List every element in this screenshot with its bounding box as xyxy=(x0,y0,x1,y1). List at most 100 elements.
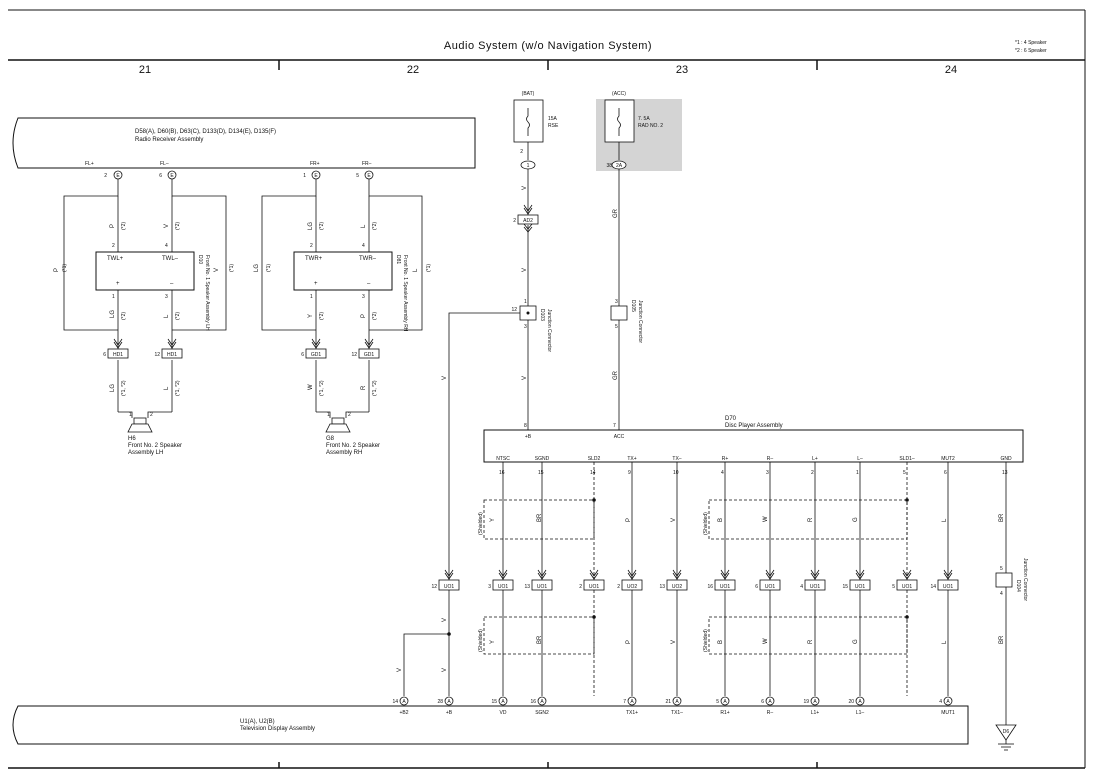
tv-connector-letter: A xyxy=(540,699,544,705)
tv-connector-circle xyxy=(627,696,637,706)
uo-connector-pin: 16 xyxy=(707,584,713,590)
uo-connector-label: UO2 xyxy=(627,584,638,590)
d105-name: Junction Connector xyxy=(637,300,643,343)
chevron-icon xyxy=(627,569,637,577)
tv-pin-group: A14+B2A28+BA15VDA16SGN2A7TX1+A21TX1–A5R1… xyxy=(392,696,955,716)
chevron-icon xyxy=(720,572,730,580)
column-label: 23 xyxy=(676,64,688,76)
tweeter-pin: 1 xyxy=(112,294,115,300)
ground-icon xyxy=(995,724,1017,751)
tv-connector-letter: A xyxy=(675,699,679,705)
tv-pin-number: 15 xyxy=(491,699,497,705)
chevron-icon xyxy=(810,572,820,580)
tv-connector-letter: A xyxy=(946,699,950,705)
uo-connector xyxy=(937,579,959,591)
chevron-icon xyxy=(943,569,953,577)
wire-color: V xyxy=(522,268,528,272)
speaker-mark: (*2) xyxy=(319,222,325,230)
speaker-mark: (*1, *2) xyxy=(372,380,378,396)
disc-power-signal: +B xyxy=(525,434,532,440)
wire-color: W xyxy=(308,384,314,390)
column-label: 24 xyxy=(945,64,957,76)
d103-name: Junction Connector xyxy=(546,309,552,352)
chevron-icon xyxy=(765,569,775,577)
note-6-speaker: *2 : 6 Speaker xyxy=(1015,48,1047,54)
uo-connector-label: UO1 xyxy=(765,584,776,590)
disc-player-name: Disc Player Assembly xyxy=(725,423,783,429)
d105-junction xyxy=(610,305,628,321)
disc-signal-label: SLD1– xyxy=(899,456,915,462)
speaker-pin: 1 xyxy=(129,412,132,418)
radio-connector-letter: E xyxy=(170,173,174,179)
uo-connector-label: UO1 xyxy=(498,584,509,590)
wire-color: Y xyxy=(308,314,314,318)
disc-signal-label: TX+ xyxy=(627,456,636,462)
disc-signal-pin: 5 xyxy=(903,470,906,476)
shielded-label: (Shielded) xyxy=(478,512,484,535)
note-4-speaker: *1 : 4 Speaker xyxy=(1015,40,1047,46)
tv-name: Television Display Assembly xyxy=(240,726,315,732)
speaker-rh-code: G8 xyxy=(326,436,335,442)
tv-pin-signal: R– xyxy=(767,710,774,716)
chevron-icon xyxy=(537,569,547,577)
wire-color: R xyxy=(808,639,814,644)
connector-pin: 12 xyxy=(154,352,160,358)
speaker-mark: (*1) xyxy=(229,264,235,272)
tweeter-lh-box xyxy=(95,251,195,291)
wire-color: G xyxy=(853,639,859,644)
chevron-icons xyxy=(113,338,374,349)
speaker-mark: (*1, *2) xyxy=(175,380,181,396)
wire-color: W xyxy=(763,516,769,522)
fuse-icon xyxy=(526,108,621,136)
uo-connector xyxy=(583,579,605,591)
ad2-pin: 2 xyxy=(513,218,516,224)
radio-receiver-box xyxy=(12,117,476,169)
tv-pin-signal: +B2 xyxy=(399,710,408,716)
gd1-connector xyxy=(358,348,380,359)
speaker-pin: 1 xyxy=(327,412,330,418)
tweeter-lh-minus: TWL– xyxy=(162,256,179,262)
uo-connector-pin: 4 xyxy=(800,584,803,590)
disc-signal-group: NTSC16SGND15SLD214TX+9TX–10R+4R–3L+2L–1S… xyxy=(490,456,1012,725)
speaker-lh-code: H6 xyxy=(128,436,136,442)
hd1-connector xyxy=(107,348,129,359)
uo-connector-pin: 2 xyxy=(579,584,582,590)
wire-color: V xyxy=(671,518,677,522)
chevron-icon xyxy=(498,572,508,580)
speaker-mark: (*2) xyxy=(372,312,378,320)
tv-pin-number: 14 xyxy=(392,699,398,705)
tv-connector-circle xyxy=(444,696,454,706)
uo-connector xyxy=(849,579,871,591)
d104-junction xyxy=(995,572,1013,588)
tweeter-rh-plus: TWR+ xyxy=(305,256,323,262)
wire-color: BR xyxy=(537,635,543,644)
uo-connector-pin: 6 xyxy=(755,584,758,590)
uo-connector-label: UO1 xyxy=(902,584,913,590)
tv-pin-signal: TX1– xyxy=(671,710,683,716)
disc-signal-pin: 14 xyxy=(590,470,596,476)
uo-connector xyxy=(531,579,553,591)
radio-connector-letter: E xyxy=(367,173,371,179)
wire-color: V xyxy=(671,640,677,644)
speaker-pin: 2 xyxy=(348,412,351,418)
wire-color: LG xyxy=(308,222,314,230)
disc-signal-label: TX– xyxy=(672,456,681,462)
speaker-mark: (*1) xyxy=(62,264,68,272)
ad2-connector xyxy=(517,214,539,225)
wire-color: R xyxy=(361,385,367,390)
speaker-icon xyxy=(127,417,351,433)
tweeter-pin: 4 xyxy=(165,243,168,249)
disc-power-pin: 7 xyxy=(613,423,616,429)
tv-pin-signal: MUT1 xyxy=(941,710,955,716)
connector-label: HD1 xyxy=(113,352,123,358)
ground-code: D6 xyxy=(1003,729,1010,735)
chevron-icon xyxy=(589,569,599,577)
column-label: 21 xyxy=(139,64,151,76)
uo-connector-pin: 15 xyxy=(842,584,848,590)
radio-pin-signal: FR– xyxy=(362,161,372,167)
wire-color: P xyxy=(361,314,367,318)
tv-pin-number: 20 xyxy=(848,699,854,705)
tv-connector-letter: A xyxy=(501,699,505,705)
tv-pin-signal: R1+ xyxy=(720,710,729,716)
